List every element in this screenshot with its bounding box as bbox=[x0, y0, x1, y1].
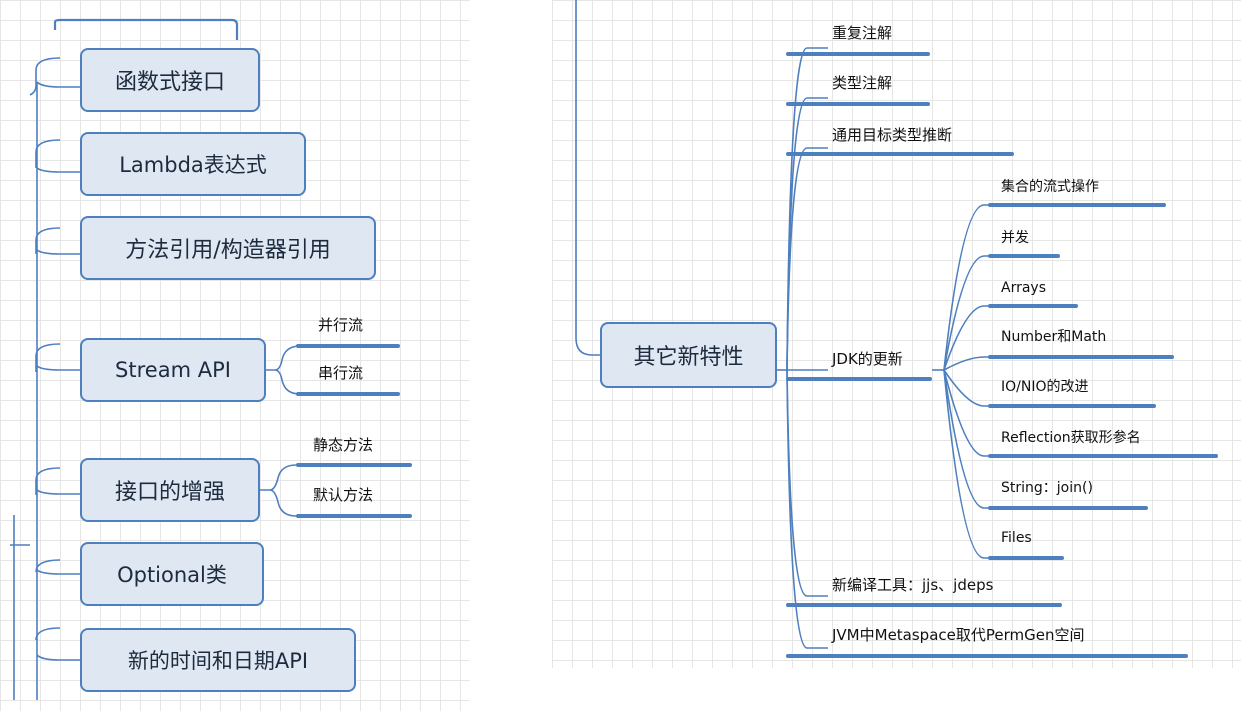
jdk-item-underline bbox=[988, 404, 1156, 408]
jdk-item-concurrency: 并发 bbox=[1001, 230, 1029, 246]
child-underline bbox=[786, 152, 1014, 156]
child-target-type-inference: 通用目标类型推断 bbox=[832, 126, 953, 144]
jdk-item-string-join: String：join() bbox=[1001, 480, 1093, 496]
branch-method-reference: 方法引用/构造器引用 bbox=[80, 216, 376, 280]
leaf-static-method: 静态方法 bbox=[313, 436, 374, 454]
root-other-features: 其它新特性 bbox=[600, 322, 777, 388]
leaf-serial-stream: 串行流 bbox=[318, 364, 364, 382]
right-connectors bbox=[575, 0, 992, 649]
branch-label: Stream API bbox=[115, 358, 231, 382]
branch-interface-enhancement: 接口的增强 bbox=[80, 458, 260, 522]
child-type-annotation: 类型注解 bbox=[832, 74, 893, 92]
right-mindmap-panel: 其它新特性 重复注解 类型注解 通用目标类型推断 JDK的更新 新编译工具：jj… bbox=[552, 0, 1241, 668]
child-repeat-annotation: 重复注解 bbox=[832, 24, 893, 42]
jdk-item-underline bbox=[988, 304, 1078, 308]
child-new-compiler-tools: 新编译工具：jjs、jdeps bbox=[832, 576, 994, 594]
child-jdk-update: JDK的更新 bbox=[832, 350, 903, 368]
jdk-item-reflection: Reflection获取形参名 bbox=[1001, 430, 1141, 446]
jdk-item-collection-stream: 集合的流式操作 bbox=[1001, 179, 1099, 195]
root-label: 其它新特性 bbox=[633, 345, 744, 370]
jdk-item-underline bbox=[988, 454, 1218, 458]
branch-label: 方法引用/构造器引用 bbox=[125, 238, 331, 263]
jdk-item-underline bbox=[988, 506, 1148, 510]
jdk-item-underline bbox=[988, 355, 1174, 359]
jdk-item-io-nio: IO/NIO的改进 bbox=[1001, 379, 1089, 395]
leaf-underline bbox=[296, 392, 400, 396]
left-mindmap-panel: 函数式接口 Lambda表达式 方法引用/构造器引用 Stream API 并行… bbox=[0, 0, 470, 711]
branch-label: 新的时间和日期API bbox=[127, 649, 309, 673]
branch-label: 接口的增强 bbox=[114, 480, 225, 505]
child-metaspace: JVM中Metaspace取代PermGen空间 bbox=[832, 626, 1085, 644]
child-underline bbox=[786, 102, 930, 106]
branch-optional: Optional类 bbox=[80, 542, 264, 606]
child-underline bbox=[786, 603, 1062, 607]
leaf-underline bbox=[296, 344, 400, 348]
jdk-item-files: Files bbox=[1001, 530, 1032, 546]
leaf-parallel-stream: 并行流 bbox=[318, 316, 364, 334]
branch-stream-api: Stream API bbox=[80, 338, 266, 402]
branch-label: Optional类 bbox=[117, 563, 227, 587]
left-connectors bbox=[10, 18, 315, 700]
jdk-item-underline bbox=[988, 254, 1060, 258]
branch-date-time-api: 新的时间和日期API bbox=[80, 628, 356, 692]
branch-label: 函数式接口 bbox=[114, 70, 225, 95]
branch-lambda: Lambda表达式 bbox=[80, 132, 306, 196]
branch-label: Lambda表达式 bbox=[119, 153, 267, 177]
jdk-item-underline bbox=[988, 556, 1064, 560]
jdk-item-underline bbox=[988, 203, 1166, 207]
jdk-item-arrays: Arrays bbox=[1001, 280, 1047, 296]
jdk-item-number-math: Number和Math bbox=[1001, 329, 1107, 345]
child-underline bbox=[786, 377, 932, 381]
child-underline bbox=[786, 654, 1188, 658]
leaf-underline bbox=[296, 463, 412, 467]
child-underline bbox=[786, 52, 930, 56]
branch-functional-interface: 函数式接口 bbox=[80, 48, 260, 112]
leaf-underline bbox=[296, 514, 412, 518]
leaf-default-method: 默认方法 bbox=[313, 486, 374, 504]
